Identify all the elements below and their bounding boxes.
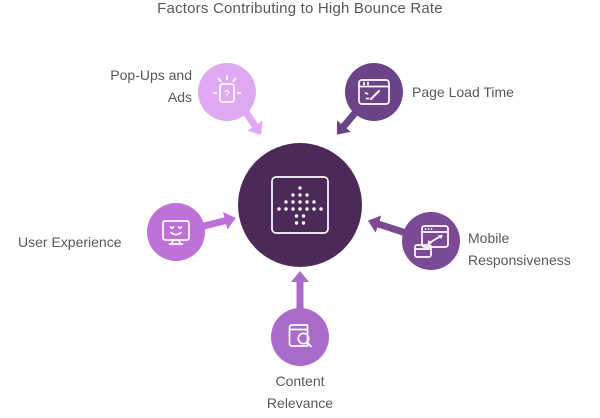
arrow-mobile-to-center	[367, 215, 408, 237]
label-line: Content	[275, 373, 325, 389]
dotted-up-arrow-grid-icon	[271, 176, 329, 234]
responsive-windows-icon	[414, 225, 449, 258]
ux-circle	[147, 203, 205, 261]
factor-label-ux: User Experience	[18, 231, 143, 253]
center-circle	[238, 143, 362, 267]
label-line: User Experience	[18, 234, 122, 250]
book-magnifier-icon	[288, 324, 312, 348]
pageload-circle	[345, 63, 403, 121]
popups-circle	[198, 63, 256, 121]
popup-alert-card-icon: ?	[212, 75, 242, 103]
label-line: Ads	[167, 89, 192, 105]
label-line: Pop-Ups and	[110, 67, 192, 83]
page-title: Factors Contributing to High Bounce Rate	[157, 0, 443, 17]
center-hub	[238, 143, 362, 267]
svg-text:?: ?	[224, 89, 230, 100]
label-line: Responsiveness	[468, 252, 571, 268]
factor-label-content: Content Relevance	[240, 370, 360, 414]
arrow-ux-to-center	[199, 211, 236, 231]
label-line: Relevance	[266, 395, 334, 411]
factor-label-popups: Pop-Ups and Ads	[60, 64, 192, 108]
monitor-smiley-icon	[162, 220, 190, 245]
factor-node-ux	[147, 203, 205, 261]
factor-label-mobile: Mobile Responsiveness	[468, 227, 596, 271]
factor-node-mobile	[402, 212, 460, 270]
factor-node-popups: ?	[198, 63, 256, 121]
factor-node-content	[271, 308, 329, 366]
factor-label-pageload: Page Load Time	[412, 81, 572, 103]
content-circle	[271, 308, 329, 366]
label-line: Mobile	[468, 230, 510, 246]
label-line: Page Load Time	[412, 84, 514, 100]
browser-speedometer-icon	[358, 79, 390, 105]
arrow-content-to-center	[291, 271, 309, 311]
factor-node-pageload	[345, 63, 403, 121]
